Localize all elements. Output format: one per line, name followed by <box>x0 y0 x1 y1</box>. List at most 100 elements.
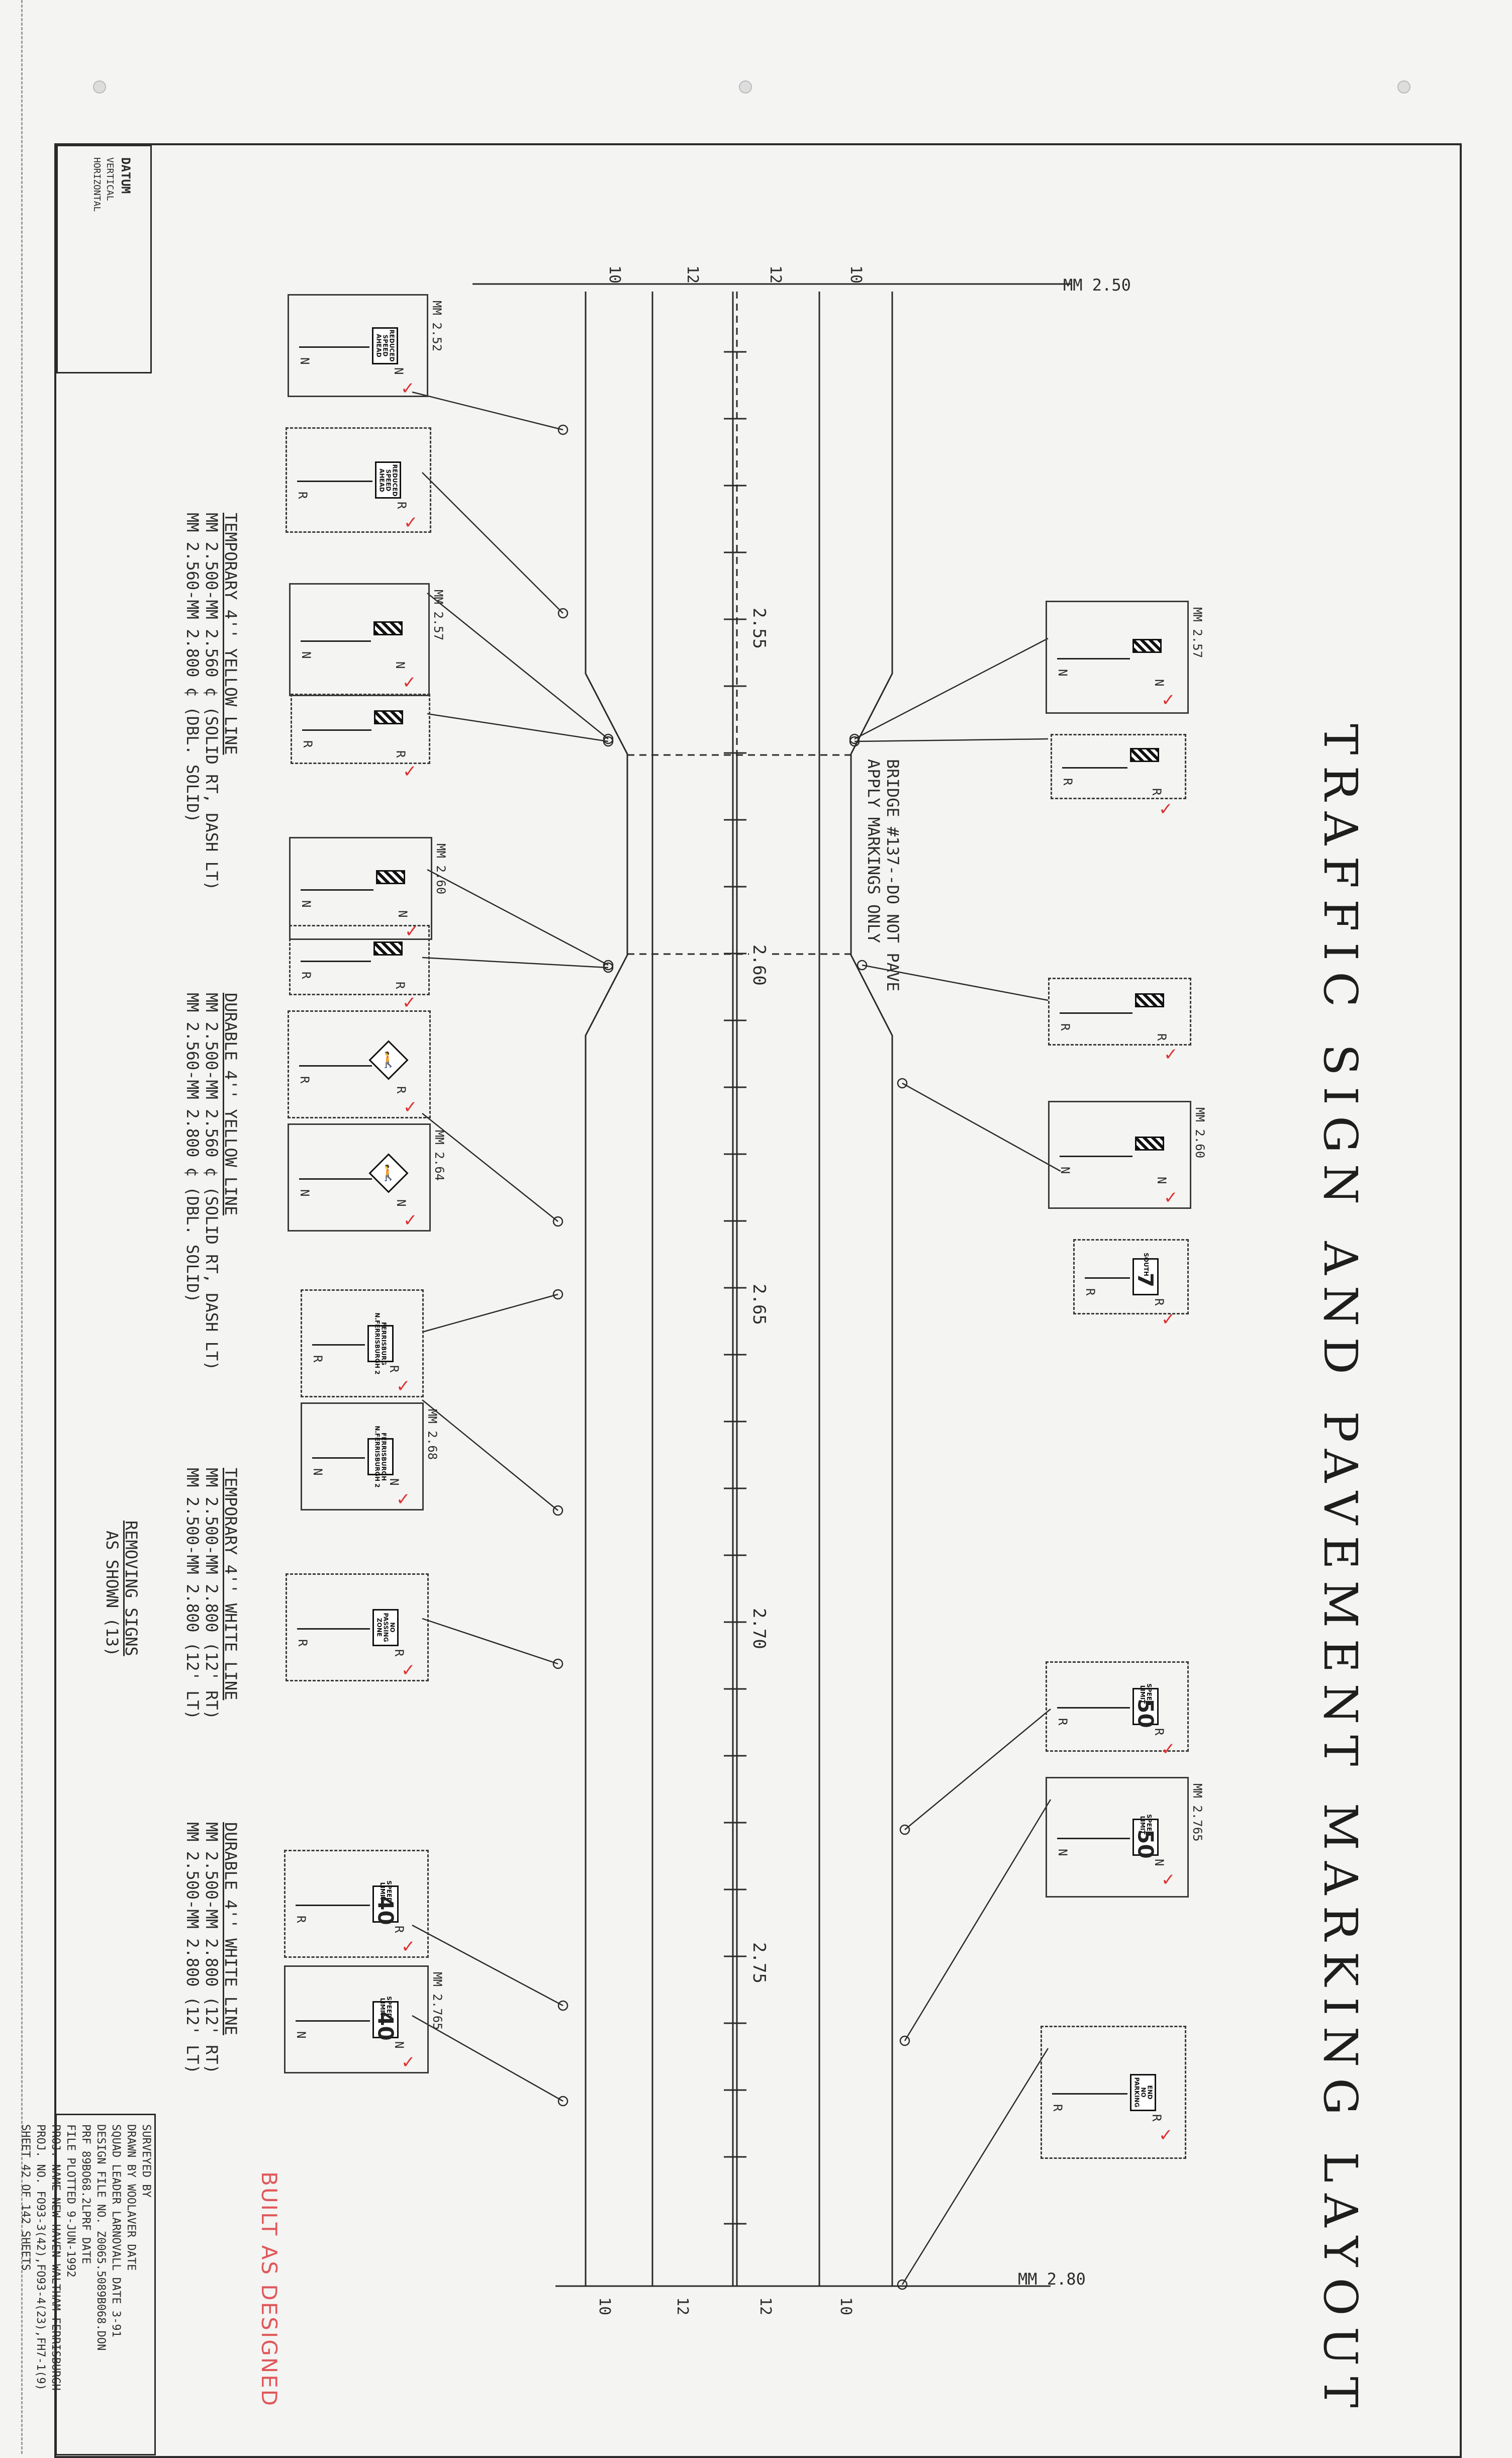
station-2-55: 2.55 <box>749 606 769 651</box>
sign-leader-line <box>902 1082 1061 1172</box>
sign-leader-line <box>427 869 609 966</box>
checkmark-icon: ✓ <box>401 2052 416 2072</box>
marking-note-line: MM 2.560-MM 2.800 ¢ (DBL. SOLID) <box>183 513 202 823</box>
sign-post-marker <box>849 736 860 747</box>
sign-post <box>1057 657 1130 659</box>
marking-note-durable-yellow: DURABLE 4'' YELLOW LINE MM 2.500-MM 2.56… <box>183 993 240 1370</box>
sign-status-label: R <box>294 1915 308 1923</box>
sign-status-label: R <box>394 1086 408 1093</box>
sign-status-label: R <box>392 1649 406 1656</box>
sign-status-label: R <box>1150 788 1164 796</box>
sign-leader-line <box>862 964 1049 1001</box>
sign-status-label: R <box>1056 1718 1070 1726</box>
sign-leader-line <box>422 472 563 614</box>
sign-leader-line <box>422 1399 558 1511</box>
sign-post <box>312 1457 365 1459</box>
sign-panel-text: NO PASSING ZONE <box>375 1613 396 1642</box>
sign-post <box>1052 2093 1127 2095</box>
sign-post <box>301 889 373 891</box>
sign-status-label: R <box>296 492 310 499</box>
object-marker-sign <box>1135 1136 1164 1151</box>
regulatory-sign: NO PASSING ZONE <box>372 1609 399 1646</box>
sign-post-marker <box>603 733 614 744</box>
sign-milepost-label: MM 2.64 <box>432 1130 446 1181</box>
lane-width-top-4: 10 <box>847 265 865 284</box>
title-block-line: PROJ. NAME NEW HAVEN-WALTHAM-FERRISBURGH <box>49 2124 62 2391</box>
guide-sign: FERRISBURG N.FERRISBURGH 2 <box>367 1312 394 1374</box>
sign-milepost-label: MM 2.57 <box>431 590 445 641</box>
marking-note-line: MM 2.500-MM 2.560 ¢ (SOLID RT, DASH LT) <box>202 993 221 1371</box>
object-marker-sign <box>373 621 403 635</box>
marking-note-line: MM 2.500-MM 2.800 (12' RT) <box>202 1468 221 1720</box>
checkmark-icon: ✓ <box>1161 690 1176 710</box>
sign-status-label: R <box>393 982 407 989</box>
sign-leader-line <box>427 713 609 742</box>
sign-milepost-label: MM 2.57 <box>1190 607 1204 658</box>
sheet-trim-line <box>21 0 23 2454</box>
sign-status-label: N <box>1152 1859 1166 1866</box>
sign-status-label: R <box>1150 2114 1164 2121</box>
regulatory-sign: REDUCED SPEED AHEAD <box>375 461 401 499</box>
sign-status-label: R <box>392 1925 406 1933</box>
sign-post <box>1057 1707 1130 1709</box>
checkmark-icon: ✓ <box>401 378 415 399</box>
binding-hole <box>1397 80 1410 93</box>
sign-status-label: N <box>1056 669 1070 676</box>
sign-post-marker <box>557 2000 569 2011</box>
checkmark-icon: ✓ <box>403 1097 418 1117</box>
sign-status-label: N <box>1155 1176 1169 1184</box>
sign-leader-line <box>422 1618 558 1665</box>
checkmark-icon: ✓ <box>1161 1309 1176 1330</box>
sign-box-left: 🚶 R R ✓ <box>288 1010 431 1118</box>
lane-width-top-2: 12 <box>684 265 701 284</box>
removing-signs-note: REMOVING SIGNS AS SHOWN (13) <box>103 1521 141 1656</box>
sign-status-label: R <box>296 1639 310 1646</box>
sign-post-marker <box>603 736 614 747</box>
object-marker-sign <box>1130 748 1159 762</box>
lane-width-bottom-3: 12 <box>757 2297 774 2316</box>
datum-block: DATUM VERTICAL HORIZONTAL <box>56 145 152 373</box>
sign-status-label: N <box>1056 1849 1070 1856</box>
sign-milepost-label: MM 2.60 <box>1193 1107 1207 1159</box>
sign-status-label: R <box>298 1076 312 1083</box>
object-marker-sign <box>1135 993 1164 1007</box>
sign-leader-line <box>901 2048 1049 2285</box>
sign-status-label: R <box>1058 1023 1072 1030</box>
sign-post-marker <box>857 960 868 971</box>
checkmark-icon: ✓ <box>403 1210 418 1231</box>
marking-note-line: MM 2.500-MM 2.800 (12' LT) <box>183 1468 202 1720</box>
checkmark-icon: ✓ <box>1159 799 1173 819</box>
marking-note-line: MM 2.500-MM 2.800 (12' RT) <box>202 1822 221 2074</box>
station-2-75: 2.75 <box>749 1940 769 1986</box>
checkmark-icon: ✓ <box>405 921 419 941</box>
milepost-end: MM 2.80 <box>1018 2270 1086 2289</box>
lane-width-bottom-2: 12 <box>674 2297 691 2316</box>
sign-post-marker <box>603 962 614 973</box>
checkmark-icon: ✓ <box>402 672 417 693</box>
sign-status-label: N <box>393 661 407 669</box>
sign-status-label: N <box>299 900 313 907</box>
sign-status-label: N <box>298 357 312 364</box>
sign-post-marker <box>899 2035 910 2046</box>
station-2-65: 2.65 <box>749 1282 769 1327</box>
sign-milepost-label: MM 2.765 <box>1190 1783 1204 1842</box>
page-title: TRAFFIC SIGN AND PAVEMENT MARKING LAYOUT <box>1313 724 1367 2419</box>
marking-note-durable-white: DURABLE 4'' WHITE LINE MM 2.500-MM 2.800… <box>183 1822 240 2074</box>
sign-post-marker <box>849 733 860 744</box>
checkmark-icon: ✓ <box>402 993 417 1013</box>
pedestrian-crossing-sign: 🚶 <box>368 1039 409 1080</box>
checkmark-icon: ✓ <box>396 1489 411 1509</box>
title-block-line: SQUAD LEADER LARNOVALL DATE 3-91 <box>110 2124 122 2337</box>
